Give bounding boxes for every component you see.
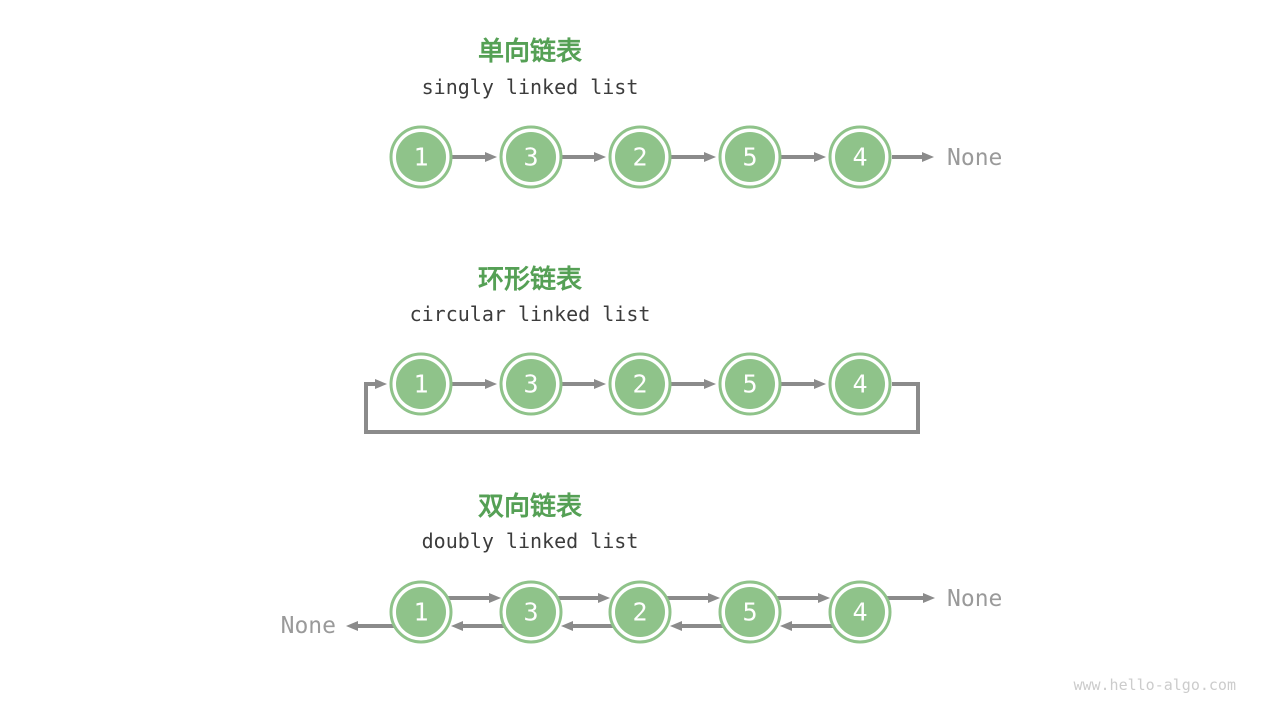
node-body bbox=[506, 132, 556, 182]
node-body bbox=[835, 359, 885, 409]
node-value: 2 bbox=[632, 598, 647, 627]
node-body bbox=[835, 587, 885, 637]
singly-title-en: singly linked list bbox=[421, 75, 639, 99]
node-value: 3 bbox=[523, 143, 538, 172]
node-body bbox=[615, 132, 665, 182]
node-value: 4 bbox=[852, 370, 867, 399]
list-node: 5 bbox=[718, 580, 782, 644]
node-value: 1 bbox=[413, 143, 428, 172]
singly-linked-list-diagram: None 1 3 2 5 4 bbox=[389, 125, 1002, 189]
head-none-label: None bbox=[281, 613, 336, 639]
list-node: 5 bbox=[718, 352, 782, 416]
node-body bbox=[615, 359, 665, 409]
watermark: www.hello-algo.com bbox=[1073, 676, 1236, 694]
node-value: 1 bbox=[413, 598, 428, 627]
loop-back-arrow bbox=[364, 379, 920, 434]
node-value: 5 bbox=[742, 370, 757, 399]
node-value: 1 bbox=[413, 370, 428, 399]
node-body bbox=[396, 132, 446, 182]
node-value: 5 bbox=[742, 143, 757, 172]
singly-title-zh: 单向链表 bbox=[477, 37, 582, 67]
node-body bbox=[725, 132, 775, 182]
list-node: 4 bbox=[828, 125, 892, 189]
circular-title-zh: 环形链表 bbox=[477, 265, 582, 295]
node-body bbox=[506, 359, 556, 409]
circular-title-en: circular linked list bbox=[409, 302, 651, 326]
list-node: 1 bbox=[389, 125, 453, 189]
list-node: 4 bbox=[828, 352, 892, 416]
tail-none-label: None bbox=[947, 145, 1002, 171]
list-node: 3 bbox=[499, 125, 563, 189]
node-value: 2 bbox=[632, 143, 647, 172]
node-value: 5 bbox=[742, 598, 757, 627]
list-node: 4 bbox=[828, 580, 892, 644]
node-value: 4 bbox=[852, 598, 867, 627]
list-node: 1 bbox=[389, 352, 453, 416]
node-value: 3 bbox=[523, 370, 538, 399]
node-value: 3 bbox=[523, 598, 538, 627]
doubly-title-en: doubly linked list bbox=[421, 529, 639, 553]
list-node: 2 bbox=[608, 352, 672, 416]
list-node: 2 bbox=[608, 125, 672, 189]
list-node: 1 bbox=[389, 580, 453, 644]
node-value: 4 bbox=[852, 143, 867, 172]
doubly-title-zh: 双向链表 bbox=[477, 492, 582, 522]
list-node: 2 bbox=[608, 580, 672, 644]
node-body bbox=[835, 132, 885, 182]
tail-none-label: None bbox=[947, 586, 1002, 612]
node-body bbox=[396, 587, 446, 637]
list-node: 5 bbox=[718, 125, 782, 189]
list-node: 3 bbox=[499, 352, 563, 416]
node-body bbox=[725, 359, 775, 409]
node-body bbox=[615, 587, 665, 637]
node-body bbox=[396, 359, 446, 409]
node-body bbox=[506, 587, 556, 637]
circular-linked-list-diagram: 1 3 2 5 4 bbox=[364, 352, 920, 434]
list-node: 3 bbox=[499, 580, 563, 644]
node-body bbox=[725, 587, 775, 637]
node-value: 2 bbox=[632, 370, 647, 399]
